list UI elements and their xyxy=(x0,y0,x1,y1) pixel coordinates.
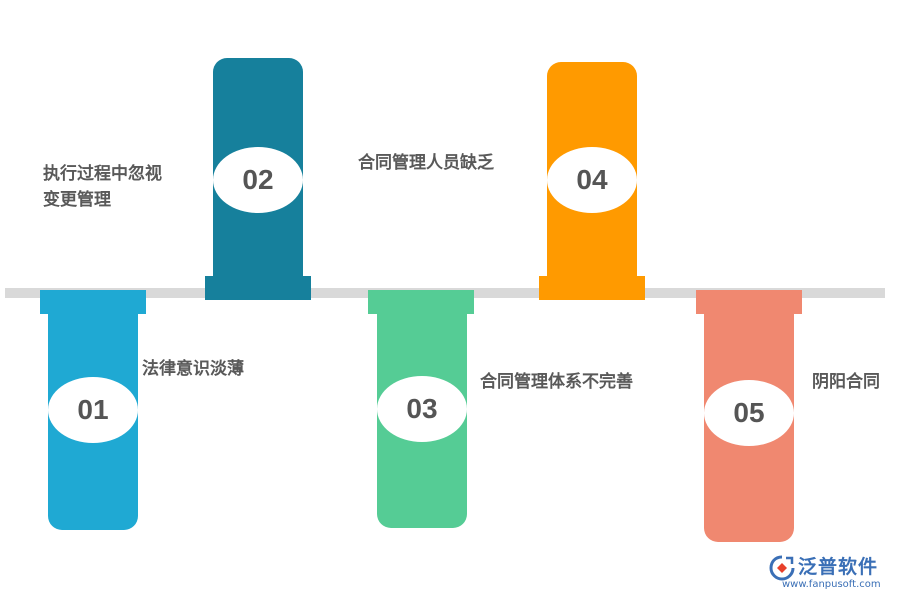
step-number-01: 01 xyxy=(48,377,138,443)
logo-url: www.fanpusoft.com xyxy=(782,579,881,590)
logo-name: 泛普软件 xyxy=(798,556,879,578)
step-number-03: 03 xyxy=(377,376,467,442)
label-02-line2: 变更管理 xyxy=(43,190,111,210)
label-01: 法律意识淡薄 xyxy=(142,359,244,379)
label-02: 执行过程中忽视 变更管理 xyxy=(43,161,162,213)
label-04: 合同管理人员缺乏 xyxy=(358,153,494,173)
step-number-04: 04 xyxy=(547,147,637,213)
pillar-04-cap xyxy=(539,276,645,300)
label-02-line1: 执行过程中忽视 xyxy=(43,164,162,184)
fanpu-logo: 泛普软件 www.fanpusoft.com xyxy=(768,552,893,596)
label-03: 合同管理体系不完善 xyxy=(480,372,633,392)
fanpu-logo-icon xyxy=(768,554,796,582)
step-number-02: 02 xyxy=(213,147,303,213)
label-05: 阴阳合同 xyxy=(812,372,880,392)
pillar-02-cap xyxy=(205,276,311,300)
step-number-05: 05 xyxy=(704,380,794,446)
